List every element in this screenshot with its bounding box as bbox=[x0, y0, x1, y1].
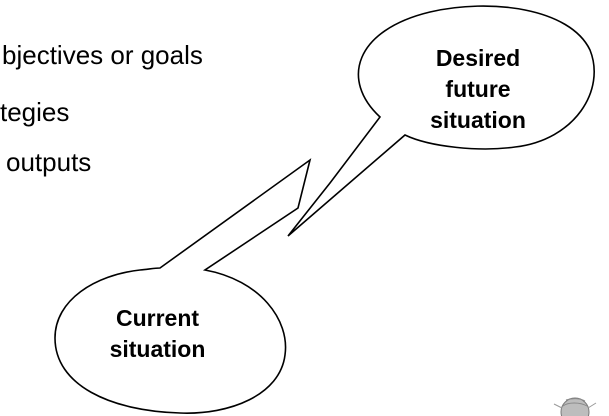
desired-line-2: future bbox=[445, 76, 511, 102]
current-situation-label: Current situation bbox=[80, 303, 235, 365]
current-line-1: Current bbox=[115, 305, 200, 331]
desired-line-1: Desired bbox=[435, 45, 521, 71]
current-bubble-outline bbox=[54, 158, 312, 414]
desired-line-3: situation bbox=[430, 107, 526, 133]
bullet-outputs: outputs bbox=[6, 147, 92, 177]
bullet-strategies: tegies bbox=[0, 97, 70, 127]
desired-future-situation-label: Desired future situation bbox=[395, 43, 561, 136]
current-line-2: situation bbox=[109, 336, 206, 362]
bullet-objectives-goals: bjectives or goals bbox=[2, 40, 203, 70]
globe-logo-icon bbox=[550, 386, 600, 416]
desired-bubble-outline bbox=[287, 5, 595, 237]
